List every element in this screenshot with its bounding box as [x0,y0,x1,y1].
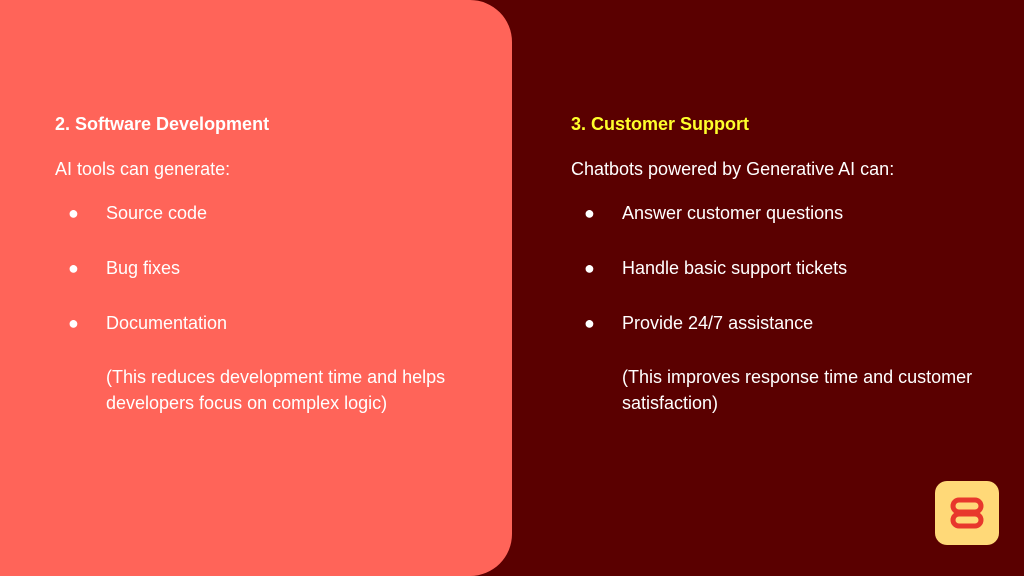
list-item: ● Source code [55,201,495,225]
bullet-icon: ● [68,203,79,223]
section-note: (This reduces development time and helps… [106,367,446,413]
bullet-list: ● Answer customer questions ● Handle basic… [571,201,991,335]
section-intro: Chatbots powered by Generative AI can: [571,159,895,179]
customer-support-section: 3. Customer Support Chatbots powered by … [571,112,991,416]
section-heading: 2. Software Development [55,114,270,134]
bullet-icon: ● [68,313,79,333]
brand-logo-icon [935,481,999,545]
list-item-text: Provide 24/7 assistance [622,313,814,333]
list-item: ● Provide 24/7 assistance [571,311,991,335]
left-panel [0,0,512,576]
bullet-icon: ● [68,258,79,278]
list-item-text: Handle basic support tickets [622,258,848,278]
bullet-icon: ● [584,203,595,223]
section-intro: AI tools can generate: [55,159,231,179]
section-heading: 3. Customer Support [571,114,750,134]
list-item: ● Handle basic support tickets [571,256,991,280]
list-item-text: Bug fixes [106,258,181,278]
list-item: ● Answer customer questions [571,201,991,225]
list-item: ● Bug fixes [55,256,495,280]
bullet-icon: ● [584,313,595,333]
bullet-list: ● Source code ● Bug fixes ● Documentation [55,201,495,335]
section-note: (This improves response time and custome… [622,367,973,413]
bullet-icon: ● [584,258,595,278]
list-item: ● Documentation [55,311,495,335]
list-item-text: Answer customer questions [622,203,844,223]
software-development-section: 2. Software Development AI tools can gen… [55,112,495,416]
list-item-text: Documentation [106,313,228,333]
list-item-text: Source code [106,203,208,223]
